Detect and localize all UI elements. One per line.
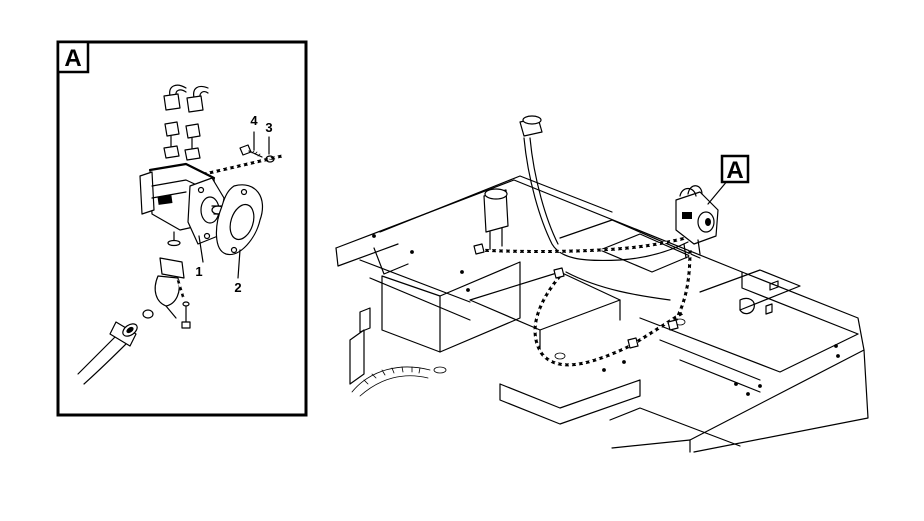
fitting-icon: [163, 93, 204, 161]
callout-4: 4: [250, 113, 258, 128]
detail-marker-label: A: [726, 157, 743, 184]
detail-marker-box: [720, 154, 750, 184]
o-ring-icon: [142, 309, 154, 319]
gasket-icon: [215, 184, 264, 256]
fitting-icon: [473, 115, 679, 349]
detail-marker-leader: [707, 179, 729, 205]
callout-2: 2: [234, 280, 241, 295]
hose-icon: [77, 321, 138, 385]
callout-leader: [237, 249, 241, 279]
detail-label-box: [56, 40, 90, 74]
callout-leader: [198, 235, 204, 263]
overview-frame: A: [335, 115, 869, 453]
callout-3: 3: [265, 120, 272, 135]
hose-icon: [477, 137, 692, 367]
pump-icon: [675, 185, 719, 259]
bolt-icon: [181, 301, 191, 329]
fitting-icon: [154, 257, 185, 319]
pump-icon: [139, 162, 229, 247]
callout-1: 1: [195, 264, 202, 279]
bolt-icon: [239, 144, 263, 158]
frame-icon: [335, 175, 869, 453]
detail-view-a: A: [56, 40, 308, 417]
detail-label: A: [64, 45, 81, 72]
